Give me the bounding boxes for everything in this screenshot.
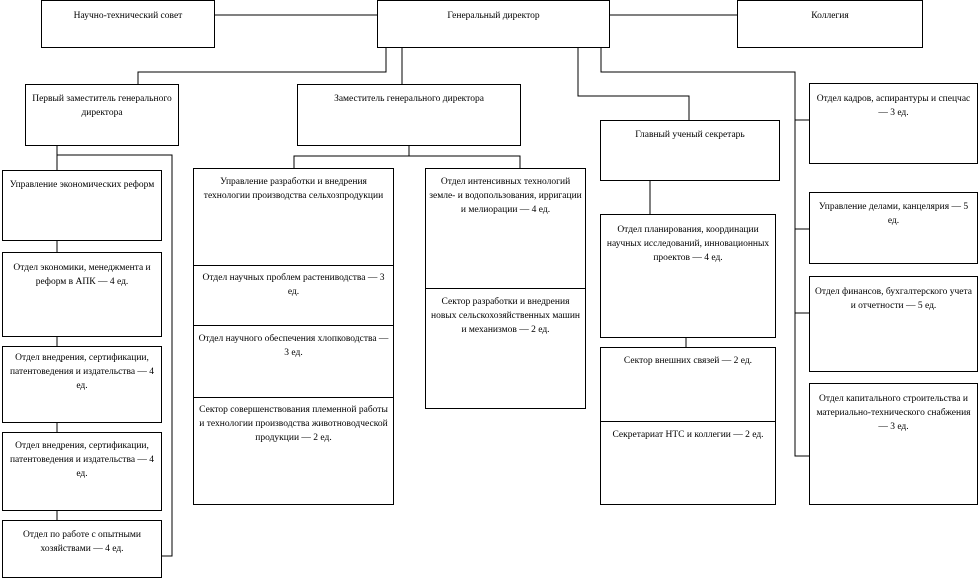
direct-unit: Отдел капитального строительства и матер… <box>809 383 978 505</box>
director-box: Генеральный директор <box>377 0 610 48</box>
connector-deputy-branches <box>293 146 410 168</box>
connector-director-secretary <box>577 47 690 120</box>
first-deputy-unit-label: Отдел по работе с опытными хозяйствами —… <box>23 530 141 554</box>
deputy-left-group: Управление разработки и внедрения технол… <box>193 168 394 505</box>
connector-director-right-column <box>600 47 809 457</box>
deputy-unit-label: Отдел научных проблем растениводства — 3… <box>202 273 385 297</box>
first-deputy-unit: Отдел по работе с опытными хозяйствами —… <box>2 520 162 578</box>
director-label: Генеральный директор <box>447 11 540 21</box>
direct-unit-label: Управление делами, канцелярия — 5 ед. <box>818 202 969 226</box>
connector-deputy-right <box>409 155 521 168</box>
direct-unit: Отдел кадров, аспирантуры и спецчас — 3 … <box>809 83 978 164</box>
direct-unit-label: Отдел финансов, бухгалтерского учета и о… <box>814 287 973 311</box>
deputy-label: Заместитель генерального директора <box>334 94 484 104</box>
secretary-unit-label: Отдел планирования, координации научных … <box>606 225 770 263</box>
secretary-unit-label: Секретариат НТС и коллегии — 2 ед. <box>612 430 764 440</box>
deputy-right-group: Отдел интенсивных технологий земле- и во… <box>425 168 586 409</box>
council-label: Научно-технический совет <box>73 11 183 21</box>
first-deputy-box: Первый заместитель генерального директор… <box>25 84 179 146</box>
deputy-unit-label: Отдел интенсивных технологий земле- и во… <box>429 177 582 215</box>
first-deputy-unit-label: Отдел экономики, менеджмента и реформ в … <box>13 263 151 287</box>
divider <box>601 421 775 422</box>
secretary-label: Главный ученый секретарь <box>635 130 745 140</box>
deputy-box: Заместитель генерального директора <box>297 84 521 146</box>
first-deputy-label: Первый заместитель генерального директор… <box>32 94 172 118</box>
board-label: Коллегия <box>811 11 849 21</box>
board-box: Коллегия <box>737 0 923 48</box>
secretary-unit-label: Сектор внешних связей — 2 ед. <box>623 356 753 366</box>
deputy-unit-label: Отдел научного обеспечения хлопководства… <box>198 334 389 358</box>
first-deputy-unit: Отдел внедрения, сертификации, патентове… <box>2 346 162 423</box>
secretary-box: Главный ученый секретарь <box>600 120 780 181</box>
divider <box>426 288 585 289</box>
divider <box>194 397 393 398</box>
first-deputy-unit-label: Управление экономических реформ <box>9 180 155 190</box>
divider <box>194 265 393 266</box>
direct-unit-label: Отдел капитального строительства и матер… <box>816 394 971 432</box>
first-deputy-unit: Отдел экономики, менеджмента и реформ в … <box>2 252 162 337</box>
connector-director-first-deputy <box>137 47 387 84</box>
council-box: Научно-технический совет <box>41 0 215 48</box>
direct-unit-label: Отдел кадров, аспирантуры и спецчас — 3 … <box>816 94 971 118</box>
first-deputy-unit-label: Отдел внедрения, сертификации, патентове… <box>9 353 155 391</box>
divider <box>194 325 393 326</box>
deputy-unit-label: Сектор совершенствования племенной работ… <box>199 405 388 443</box>
connector-first-deputy-side <box>57 154 173 557</box>
direct-unit: Управление делами, канцелярия — 5 ед. <box>809 192 978 264</box>
deputy-unit-label: Сектор разработки и внедрения новых сель… <box>431 297 580 335</box>
first-deputy-unit: Отдел внедрения, сертификации, патентове… <box>2 432 162 511</box>
deputy-unit-label: Управление разработки и внедрения технол… <box>203 177 384 201</box>
secretary-unit: Отдел планирования, координации научных … <box>600 214 776 338</box>
first-deputy-unit-label: Отдел внедрения, сертификации, патентове… <box>9 441 155 479</box>
first-deputy-unit: Управление экономических реформ <box>2 170 162 241</box>
direct-unit: Отдел финансов, бухгалтерского учета и о… <box>809 276 978 372</box>
secretary-group: Сектор внешних связей — 2 ед. Секретариа… <box>600 347 776 505</box>
